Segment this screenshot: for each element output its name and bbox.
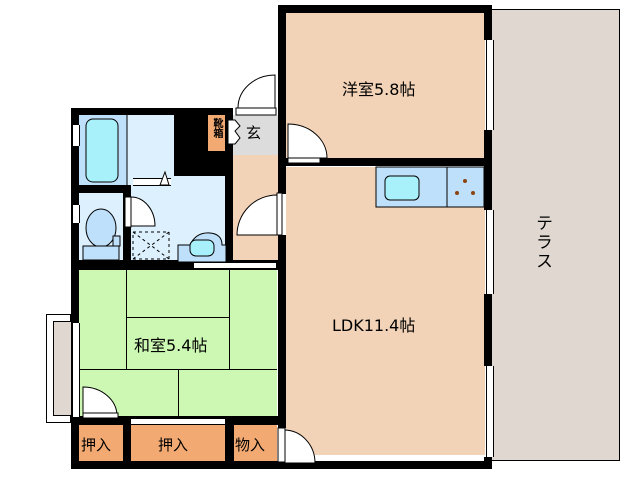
washroom-floor-upper [127,115,174,185]
shoe-box-label: 靴箱 [211,118,222,138]
window-toilet [72,205,80,223]
closet-center-label: 押入 [158,436,189,454]
closet-left [79,425,123,461]
storage-closet [234,425,277,461]
window-ldk-east-upper [486,210,494,294]
kitchen-sink-icon [384,175,420,201]
shoe-box [208,115,225,151]
ldk-floor [286,167,485,455]
closet-left-label: 押入 [81,436,112,454]
window-ldk-east-lower [486,366,494,457]
window-bath [72,125,80,146]
washroom-door-icon [130,196,156,227]
western-room-label: 洋室5.8帖 [342,80,416,99]
toilet-icon [85,208,117,248]
entrance-label: 玄 [246,124,262,142]
entrance-door-icon [237,74,276,109]
ldk-label: LDK11.4帖 [332,316,416,335]
terrace-label: テラス [532,214,552,271]
window-western-east [486,40,494,130]
bath-door[interactable] [133,178,171,186]
sliding-door-closet[interactable] [131,418,225,425]
western-door-icon [287,123,328,159]
window-japanese-west [72,323,80,417]
closet-center [131,425,225,461]
left-balcony-inner [53,321,72,416]
storage-door-icon [283,429,316,464]
bathtub-icon [85,118,119,183]
japanese-door-icon [82,386,118,417]
sliding-door-japanese[interactable] [194,262,276,269]
entrance-floor [233,115,278,155]
terrace-area [491,9,620,232]
ldk-door-icon [236,194,278,236]
washer-space [132,231,170,260]
stove-icon [455,179,475,195]
storage-label: 物入 [235,436,266,454]
terrace-area-lower [491,230,620,461]
japanese-room-label: 和室5.4帖 [134,336,208,355]
western-room-floor [286,13,485,159]
